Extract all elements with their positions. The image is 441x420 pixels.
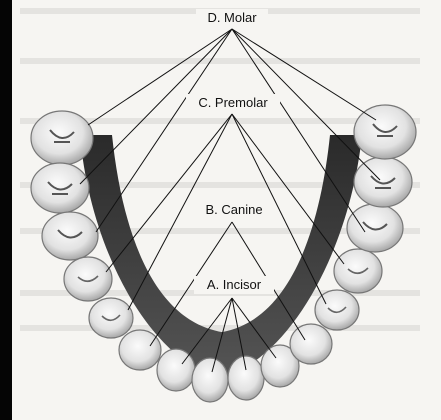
molar-tooth-left-3: [42, 212, 98, 260]
incisor-label: A. Incisor: [207, 277, 262, 292]
molar-tooth-left-2: [31, 163, 89, 213]
canine-tooth-right: [290, 324, 332, 364]
molar-tooth-right-3: [347, 204, 403, 252]
molar-label: D. Molar: [207, 10, 257, 25]
incisor-tooth-right-1: [228, 356, 264, 400]
premolar-tooth-right-1: [334, 249, 382, 293]
incisor-tooth-left-1: [192, 358, 228, 402]
molar-tooth-right-2: [354, 157, 412, 207]
premolar-tooth-left-1: [64, 257, 112, 301]
canine-label: B. Canine: [205, 202, 262, 217]
incisor-tooth-left-2: [157, 349, 195, 391]
molar-tooth-right-1: [354, 105, 416, 159]
premolar-tooth-left-2: [89, 298, 133, 338]
molar-tooth-left-1: [31, 111, 93, 165]
premolar-label: C. Premolar: [198, 95, 268, 110]
canine-tooth-left: [119, 330, 161, 370]
